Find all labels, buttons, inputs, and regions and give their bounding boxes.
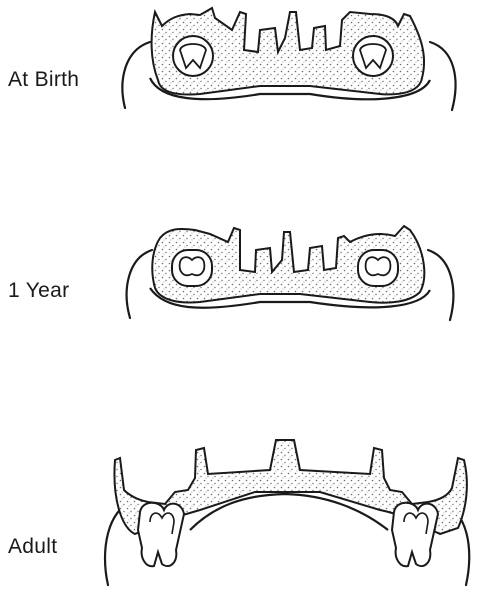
right-cheek-outline [428, 250, 453, 320]
left-molar [138, 503, 184, 567]
left-tooth-bud [180, 257, 205, 275]
right-tooth-bud [366, 257, 391, 275]
right-cheek-outline [430, 42, 456, 110]
mandible-diagram-at-birth [0, 0, 488, 130]
mandible-diagram-adult [0, 430, 488, 589]
left-cheek-outline [122, 42, 150, 108]
mandible-diagram-1-year [0, 220, 488, 330]
right-molar [392, 503, 438, 567]
left-cheek-outline [127, 250, 152, 318]
